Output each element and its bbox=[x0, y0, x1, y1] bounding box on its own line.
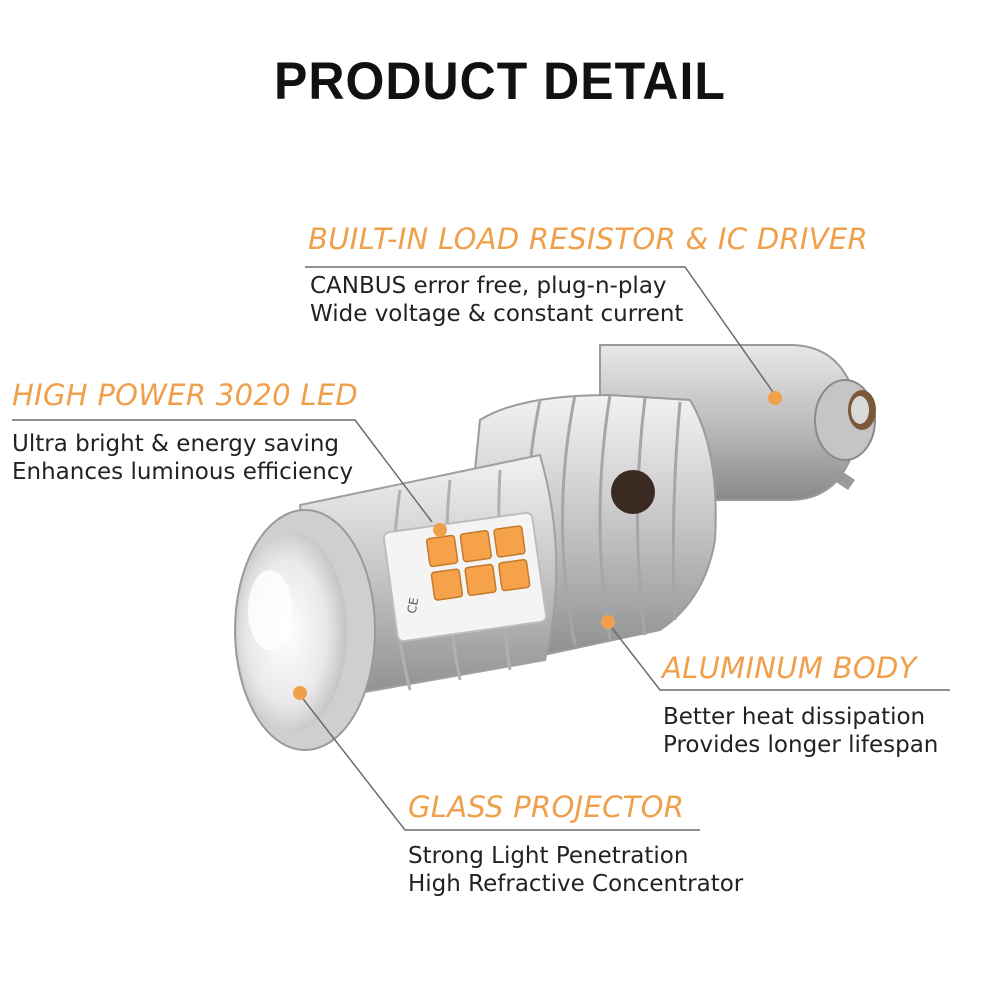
ce-mark: CE bbox=[405, 596, 422, 614]
leader-led bbox=[12, 419, 433, 523]
feature-line: High Refractive Concentrator bbox=[408, 871, 744, 897]
led-board: CE bbox=[382, 511, 548, 643]
leader-lines bbox=[12, 266, 950, 831]
feature-line: Strong Light Penetration bbox=[408, 843, 689, 869]
leader-projector bbox=[299, 694, 700, 831]
feature-desc-body: Better heat dissipation Provides longer … bbox=[663, 703, 938, 759]
feature-desc-projector: Strong Light Penetration High Refractive… bbox=[408, 842, 743, 898]
feature-line: Enhances luminous efficiency bbox=[12, 459, 354, 485]
dot-resistor bbox=[768, 391, 782, 405]
feature-title-resistor: BUILT-IN LOAD RESISTOR & IC DRIVER bbox=[308, 222, 868, 256]
dot-projector bbox=[293, 686, 307, 700]
feature-title-body: ALUMINUM BODY bbox=[662, 651, 917, 685]
feature-line: Provides longer lifespan bbox=[663, 732, 939, 758]
feature-title-projector: GLASS PROJECTOR bbox=[408, 790, 685, 824]
feature-line: Wide voltage & constant current bbox=[310, 301, 684, 327]
feature-desc-led: Ultra bright & energy saving Enhances lu… bbox=[12, 430, 353, 486]
glass-projector bbox=[234, 509, 376, 751]
feature-title-led: HIGH POWER 3020 LED bbox=[12, 378, 359, 412]
feature-line: Ultra bright & energy saving bbox=[12, 431, 340, 457]
dot-led bbox=[433, 523, 447, 537]
leader-resistor bbox=[305, 266, 776, 396]
leader-body bbox=[611, 627, 950, 691]
dot-body bbox=[601, 615, 615, 629]
page-title: PRODUCT DETAIL bbox=[274, 51, 726, 111]
feature-line: CANBUS error free, plug-n-play bbox=[310, 273, 667, 299]
feature-line: Better heat dissipation bbox=[663, 704, 926, 730]
accent-dots bbox=[293, 391, 782, 700]
feature-desc-resistor: CANBUS error free, plug-n-play Wide volt… bbox=[310, 272, 683, 328]
